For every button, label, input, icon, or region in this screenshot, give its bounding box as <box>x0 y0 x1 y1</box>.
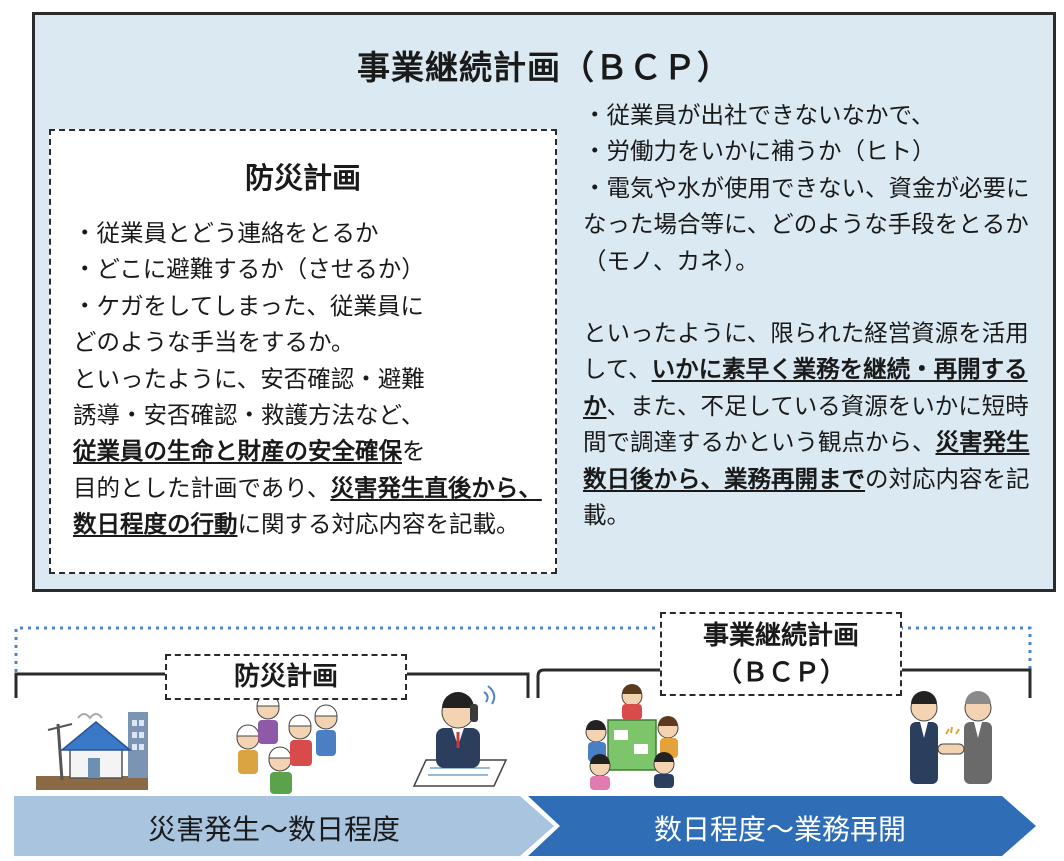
bousai-line: どのような手当をするか。 <box>73 328 355 357</box>
bcp-bracket <box>536 668 1032 698</box>
main-title: 事業継続計画（ＢＣＰ） <box>357 48 731 87</box>
bousai-line: といったように、安否確認・避難 <box>73 364 425 393</box>
bousai-emphasis-safety: 従業員の生命と財産の安全確保 <box>73 437 402 466</box>
handshake-illustration <box>910 691 992 784</box>
phase2-label: 数日程度～業務再開 <box>653 813 906 846</box>
meeting-illustration <box>585 684 679 790</box>
bousai-text: ・従業員とどう連絡をとるか ・どこに避難するか（させるか） ・ケガをしてしまった… <box>73 215 543 543</box>
timeline: 防災計画 事業継続計画 （ＢＣＰ） 災害発生～数日程度 数日程度～業務再開 <box>0 600 1064 861</box>
bousai-emphasis-period: 災害発生直後から、数日程度の行動 <box>73 473 542 539</box>
bcp-emphasis-continue: いかに素早く業務を継続・再開するか <box>583 355 1028 420</box>
bcp-paragraph: といったように、限られた経営資源を活用して、いかに素早く業務を継続・再開するか、… <box>583 319 1030 530</box>
bousai-title: 防災計画 <box>244 161 361 195</box>
bousai-paragraph: 従業員の生命と財産の安全確保を <box>73 437 426 466</box>
bcp-line: ・労働力をいかに補うか（ヒト） <box>583 137 936 166</box>
overall-span-dotted-line <box>14 626 1032 688</box>
helmet-workers-illustration <box>236 694 338 794</box>
bcp-line: ・従業員が出社できないなかで、 <box>583 101 935 129</box>
bcp-line: ・電気や水が使用できない、資金が必要になった場合等に、どのような手段をとるか（モ… <box>583 173 1030 275</box>
phone-call-illustration <box>412 685 508 787</box>
bcp-text: ・従業員が出社できないなかで、 ・労働力をいかに補うか（ヒト） ・電気や水が使用… <box>583 97 1051 533</box>
damaged-house-illustration <box>36 712 148 790</box>
phase2-arrow <box>528 796 1036 856</box>
phase1-label: 災害発生～数日程度 <box>147 813 400 846</box>
timeline-graphics <box>14 626 1036 856</box>
bousai-line: ・どこに避難するか（させるか） <box>73 255 425 284</box>
phase1-arrow <box>14 796 554 856</box>
bousai-line: ・ケガをしてしまった、従業員に <box>73 291 424 320</box>
bousai-plan-box: 防災計画 ・従業員とどう連絡をとるか ・どこに避難するか（させるか） ・ケガをし… <box>49 129 557 574</box>
bcp-panel: 事業継続計画（ＢＣＰ） 防災計画 ・従業員とどう連絡をとるか ・どこに避難するか… <box>32 12 1056 592</box>
bousai-paragraph-cont: 目的とした計画であり、災害発生直後から、数日程度の行動に関する対応内容を記載。 <box>73 473 542 539</box>
bcp-timeline-label: 事業継続計画 （ＢＣＰ） <box>660 612 902 696</box>
bousai-timeline-label: 防災計画 <box>165 654 407 700</box>
bcp-emphasis-period: 災害発生数日後から、業務再開まで <box>583 428 1030 493</box>
bousai-line: 誘導・安否確認・救護方法など、 <box>73 401 425 430</box>
bousai-line: ・従業員とどう連絡をとるか <box>73 219 379 247</box>
